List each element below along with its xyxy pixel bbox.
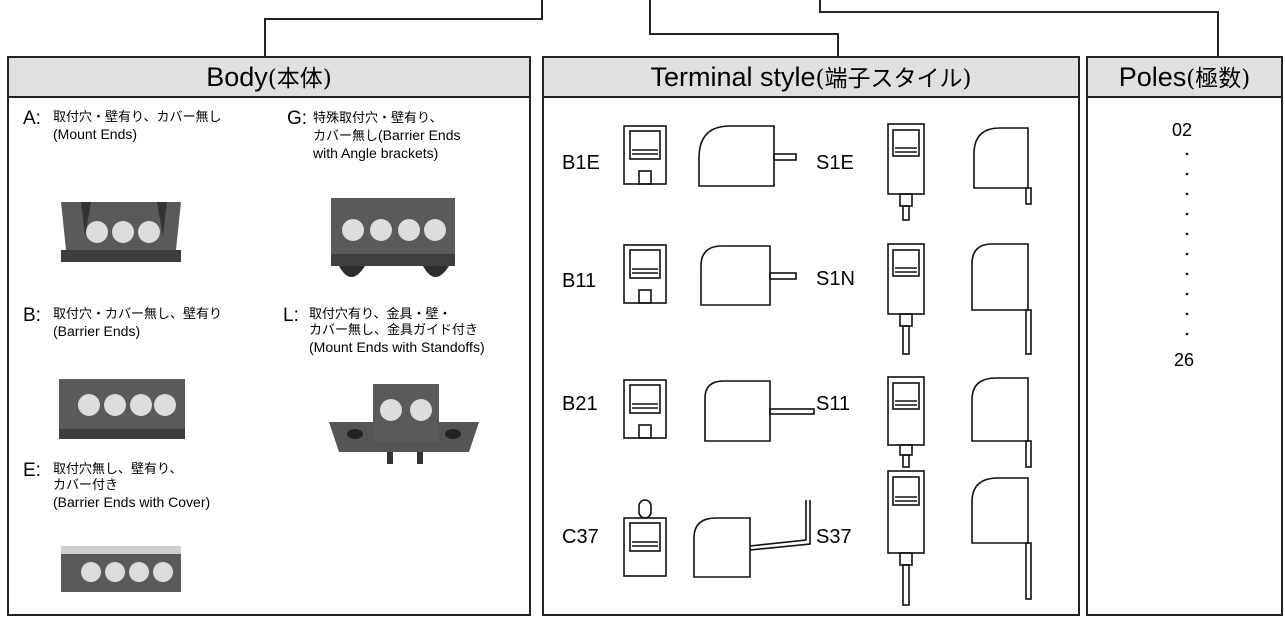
code-s37: S37 bbox=[816, 526, 852, 548]
body-title-jp: (本体) bbox=[267, 66, 332, 92]
body-header: Body(本体) bbox=[9, 58, 529, 98]
poles-min: 02 bbox=[1172, 120, 1193, 140]
option-l-desc: 取付穴有り、金具・壁・ カバー無し、金具ガイド付き (Mount Ends wi… bbox=[309, 307, 485, 355]
terminal-title-jp: (端子スタイル) bbox=[815, 66, 972, 92]
option-g-desc: 特殊取付穴・壁有り、 カバー無し(Barrier Ends with Angle… bbox=[313, 111, 460, 161]
code-s11: S11 bbox=[816, 393, 851, 415]
option-e-desc: 取付穴無し、壁有り、 カバー付き (Barrier Ends with Cove… bbox=[53, 462, 210, 510]
code-s1e: S1E bbox=[816, 152, 854, 174]
option-b-en: (Barrier Ends) bbox=[53, 323, 141, 339]
option-l-jp2: カバー無し、金具ガイド付き bbox=[309, 323, 479, 338]
body-l-image bbox=[329, 384, 479, 464]
s1n-front-view bbox=[887, 243, 925, 355]
option-b-jp: 取付穴・カバー無し、壁有り bbox=[53, 307, 223, 322]
b1e-side-view bbox=[698, 125, 797, 187]
option-g-jp1: 特殊取付穴・壁有り、 bbox=[313, 111, 443, 126]
b1e-front-view bbox=[623, 125, 667, 185]
option-a-en: (Mount Ends) bbox=[53, 126, 138, 142]
body-g-image bbox=[331, 198, 455, 277]
option-g-jp2: カバー無し bbox=[313, 129, 379, 144]
option-g-en3: with Angle brackets) bbox=[313, 145, 439, 161]
option-l-en: (Mount Ends with Standoffs) bbox=[309, 339, 485, 355]
b11-front-view bbox=[623, 244, 667, 304]
poles-title: Poles bbox=[1118, 62, 1187, 92]
terminal-panel: Terminal style(端子スタイル) B1E B11 B21 C37 S… bbox=[542, 56, 1080, 616]
poles-dots bbox=[1185, 152, 1189, 336]
body-panel: Body(本体) A: 取付穴・壁有り、カバー無し (Mount Ends) B… bbox=[7, 56, 531, 616]
poles-header: Poles(極数) bbox=[1088, 58, 1281, 98]
b21-front-view bbox=[623, 379, 667, 439]
s11-side-view bbox=[971, 377, 1032, 468]
body-b-image bbox=[59, 379, 185, 439]
s37-front-view bbox=[887, 470, 925, 606]
body-a-image bbox=[61, 202, 181, 262]
terminal-drawings bbox=[623, 123, 1032, 606]
code-c37: C37 bbox=[562, 526, 599, 548]
option-g-letter: G: bbox=[287, 108, 308, 129]
body-e-image bbox=[61, 546, 181, 592]
code-s1n: S1N bbox=[816, 268, 855, 290]
poles-title-jp: (極数) bbox=[1186, 66, 1251, 92]
code-b21: B21 bbox=[562, 393, 598, 415]
s1e-side-view bbox=[973, 127, 1032, 205]
option-g-en2: (Barrier Ends bbox=[378, 127, 461, 143]
s1n-side-view bbox=[971, 243, 1032, 355]
connector-lines bbox=[264, 0, 1219, 56]
option-l-jp1: 取付穴有り、金具・壁・ bbox=[309, 307, 452, 322]
s11-front-view bbox=[887, 376, 925, 468]
body-title: Body bbox=[206, 62, 268, 92]
option-e-letter: E: bbox=[23, 460, 41, 481]
poles-panel: Poles(極数) 02 26 bbox=[1086, 56, 1283, 616]
option-e-jp2: カバー付き bbox=[53, 478, 119, 493]
option-e-en: (Barrier Ends with Cover) bbox=[53, 494, 211, 510]
code-b11: B11 bbox=[562, 270, 597, 292]
option-a-letter: A: bbox=[23, 108, 41, 129]
option-l-letter: L: bbox=[283, 305, 299, 326]
option-b-letter: B: bbox=[23, 305, 41, 326]
s1e-front-view bbox=[887, 123, 925, 221]
poles-max: 26 bbox=[1174, 350, 1195, 370]
s37-side-view bbox=[971, 477, 1032, 600]
c37-side-view bbox=[693, 500, 811, 578]
option-b-desc: 取付穴・カバー無し、壁有り (Barrier Ends) bbox=[53, 307, 222, 339]
option-e-jp1: 取付穴無し、壁有り、 bbox=[53, 462, 183, 477]
terminal-title: Terminal style bbox=[650, 62, 816, 92]
b11-side-view bbox=[700, 245, 797, 306]
option-a-desc: 取付穴・壁有り、カバー無し (Mount Ends) bbox=[53, 110, 221, 142]
code-b1e: B1E bbox=[562, 152, 600, 174]
option-a-jp: 取付穴・壁有り、カバー無し bbox=[53, 110, 222, 125]
c37-front-view bbox=[623, 499, 667, 577]
b21-side-view bbox=[704, 380, 815, 442]
terminal-header: Terminal style(端子スタイル) bbox=[544, 58, 1078, 98]
